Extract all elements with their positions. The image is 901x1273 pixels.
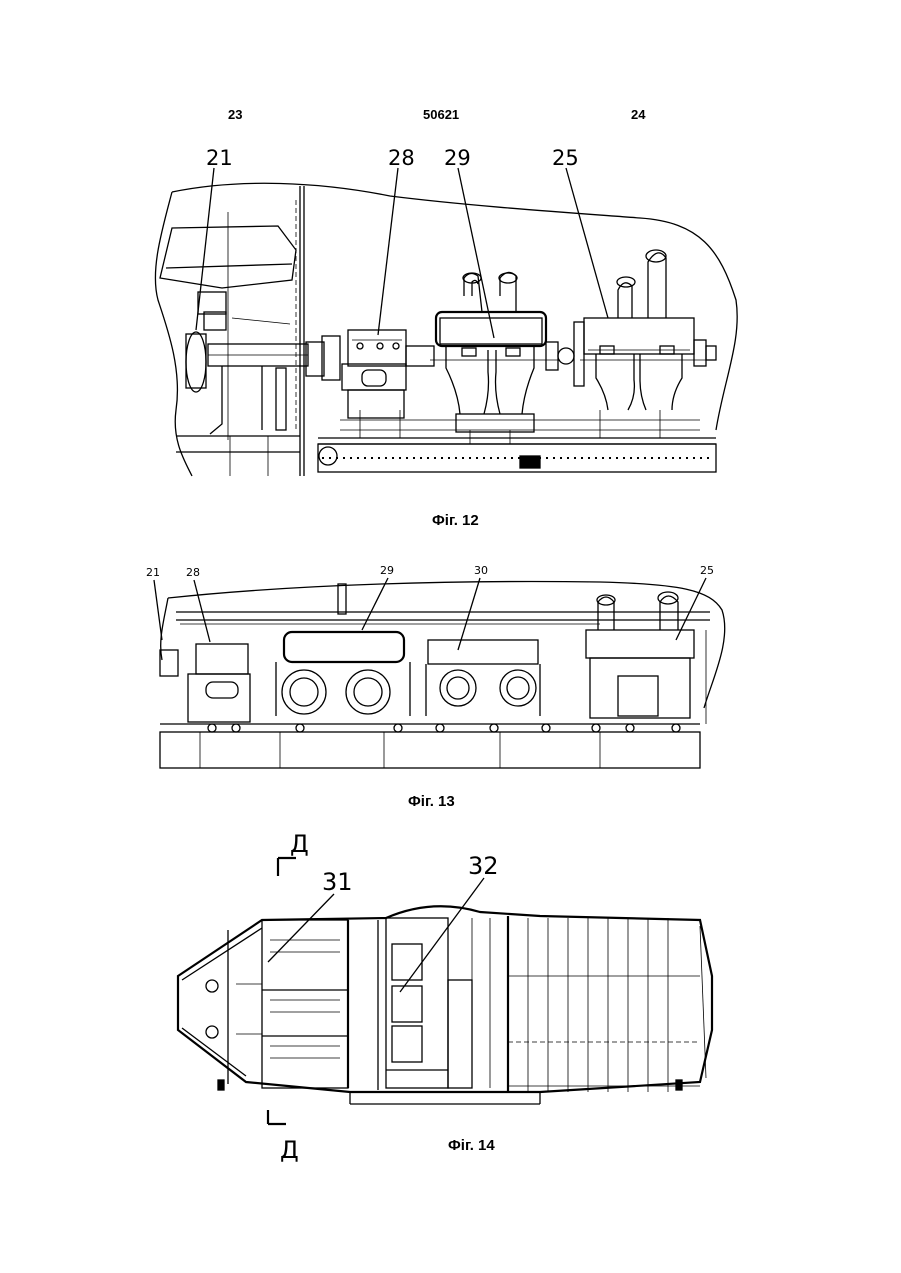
section-mark-top: Д <box>290 830 309 858</box>
fig12-label-21: 21 <box>206 146 233 170</box>
fig12-label-25: 25 <box>552 146 579 170</box>
fig14-label-32: 32 <box>468 852 499 880</box>
figure-12-drawing: 21 28 29 25 <box>0 140 901 485</box>
patent-number: 50621 <box>423 107 459 122</box>
figure-14-caption: Фіг. 14 <box>448 1137 495 1154</box>
figure-13-drawing: 21 28 29 30 25 <box>0 560 901 775</box>
page-number-right: 24 <box>631 107 645 122</box>
fig13-label-30: 30 <box>474 564 488 577</box>
section-mark-bottom: Д <box>280 1136 299 1164</box>
fig12-label-29: 29 <box>444 146 471 170</box>
page-number-left: 23 <box>228 107 242 122</box>
fig13-label-21: 21 <box>146 566 160 579</box>
fig13-label-29: 29 <box>380 564 394 577</box>
figure-13-caption: Фіг. 13 <box>408 793 455 810</box>
figure-14-drawing: Д Д 31 32 <box>0 825 901 1165</box>
fig13-label-28: 28 <box>186 566 200 579</box>
fig14-label-31: 31 <box>322 868 353 896</box>
figure-12-caption: Фіг. 12 <box>432 512 479 529</box>
fig12-label-28: 28 <box>388 146 415 170</box>
fig13-label-25: 25 <box>700 564 714 577</box>
